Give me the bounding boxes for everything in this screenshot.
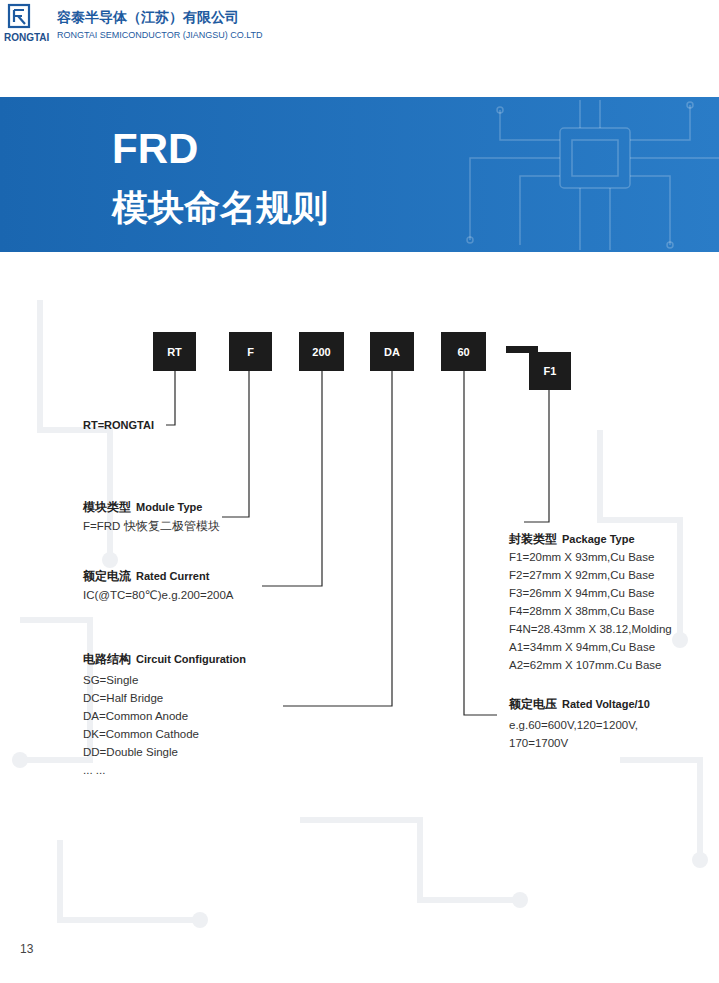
leader-line [222, 371, 249, 517]
field-heading-en: Rated Current [136, 570, 209, 583]
field-heading-cn: 电路结构 [83, 652, 131, 666]
field-heading-en: Module Type [136, 501, 202, 514]
field-heading-cn: 模块类型 [83, 500, 131, 514]
field-heading-en: Circuit Configuration [136, 653, 246, 666]
leader-line [166, 371, 175, 425]
circuit-dots [12, 552, 708, 928]
company-logo [9, 5, 29, 27]
field-value: DC=Half Bridge [83, 692, 163, 706]
code-box: F1 [529, 352, 571, 390]
field-heading-cn: 额定电流 [83, 569, 131, 583]
field-heading-en: Package Type [562, 533, 635, 546]
field-heading-cn: 封装类型 [509, 532, 557, 546]
field-value: e.g.60=600V,120=1200V, 170=1700V [509, 717, 677, 753]
circuit-texture [20, 300, 700, 920]
leader-line [464, 371, 497, 715]
leader-line [524, 390, 549, 522]
field-heading-cn: 额定电压 [509, 697, 557, 711]
code-box: DA [370, 332, 414, 371]
field-value: A2=62mm X 107mm.Cu Base [509, 659, 661, 673]
field-heading-en: Rated Voltage/10 [562, 698, 650, 711]
page-number: 13 [20, 942, 33, 956]
field-value: IC(@TC=80℃)e.g.200=200A [83, 589, 234, 603]
field-value: F2=27mm X 92mm,Cu Base [509, 569, 654, 583]
field-value: DD=Double Single [83, 746, 178, 760]
field-value: F4=28mm X 38mm,Cu Base [509, 605, 654, 619]
code-text: 60 [457, 346, 469, 358]
company-name-en: RONGTAI SEMICONDUCTOR (JIANGSU) CO.LTD [57, 30, 263, 41]
code-box: RT [153, 332, 196, 371]
field-value: A1=34mm X 94mm,Cu Base [509, 641, 655, 655]
field-value: ... ... [83, 764, 105, 778]
banner-circuit-art [467, 100, 719, 250]
logo-word: RONGTAI [4, 32, 49, 44]
code-meaning: RT=RONGTAI [83, 419, 154, 432]
field-value: SG=Single [83, 674, 138, 688]
code-text: F1 [544, 365, 557, 377]
field-value: F3=26mm X 94mm,Cu Base [509, 587, 654, 601]
banner-subtitle: 模块命名规则 [112, 186, 328, 229]
code-box: 200 [299, 332, 344, 371]
field-value: F4N=28.43mm X 38.12,Molding [509, 623, 672, 637]
field-value: F1=20mm X 93mm,Cu Base [509, 551, 654, 565]
leader-line [283, 371, 392, 706]
title-banner [0, 97, 719, 252]
field-value: F=FRD 快恢复二极管模块 [83, 520, 220, 534]
field-value: DK=Common Cathode [83, 728, 199, 742]
banner-title: FRD [112, 124, 198, 174]
code-box: 60 [441, 332, 486, 371]
code-text: DA [384, 346, 400, 358]
code-text: RT [167, 346, 182, 358]
code-text: F [247, 346, 254, 358]
field-value: DA=Common Anode [83, 710, 188, 724]
leader-line [262, 371, 322, 586]
code-text: 200 [312, 346, 330, 358]
company-name-cn: 容泰半导体（江苏）有限公司 [57, 9, 239, 26]
code-box: F [229, 332, 272, 371]
